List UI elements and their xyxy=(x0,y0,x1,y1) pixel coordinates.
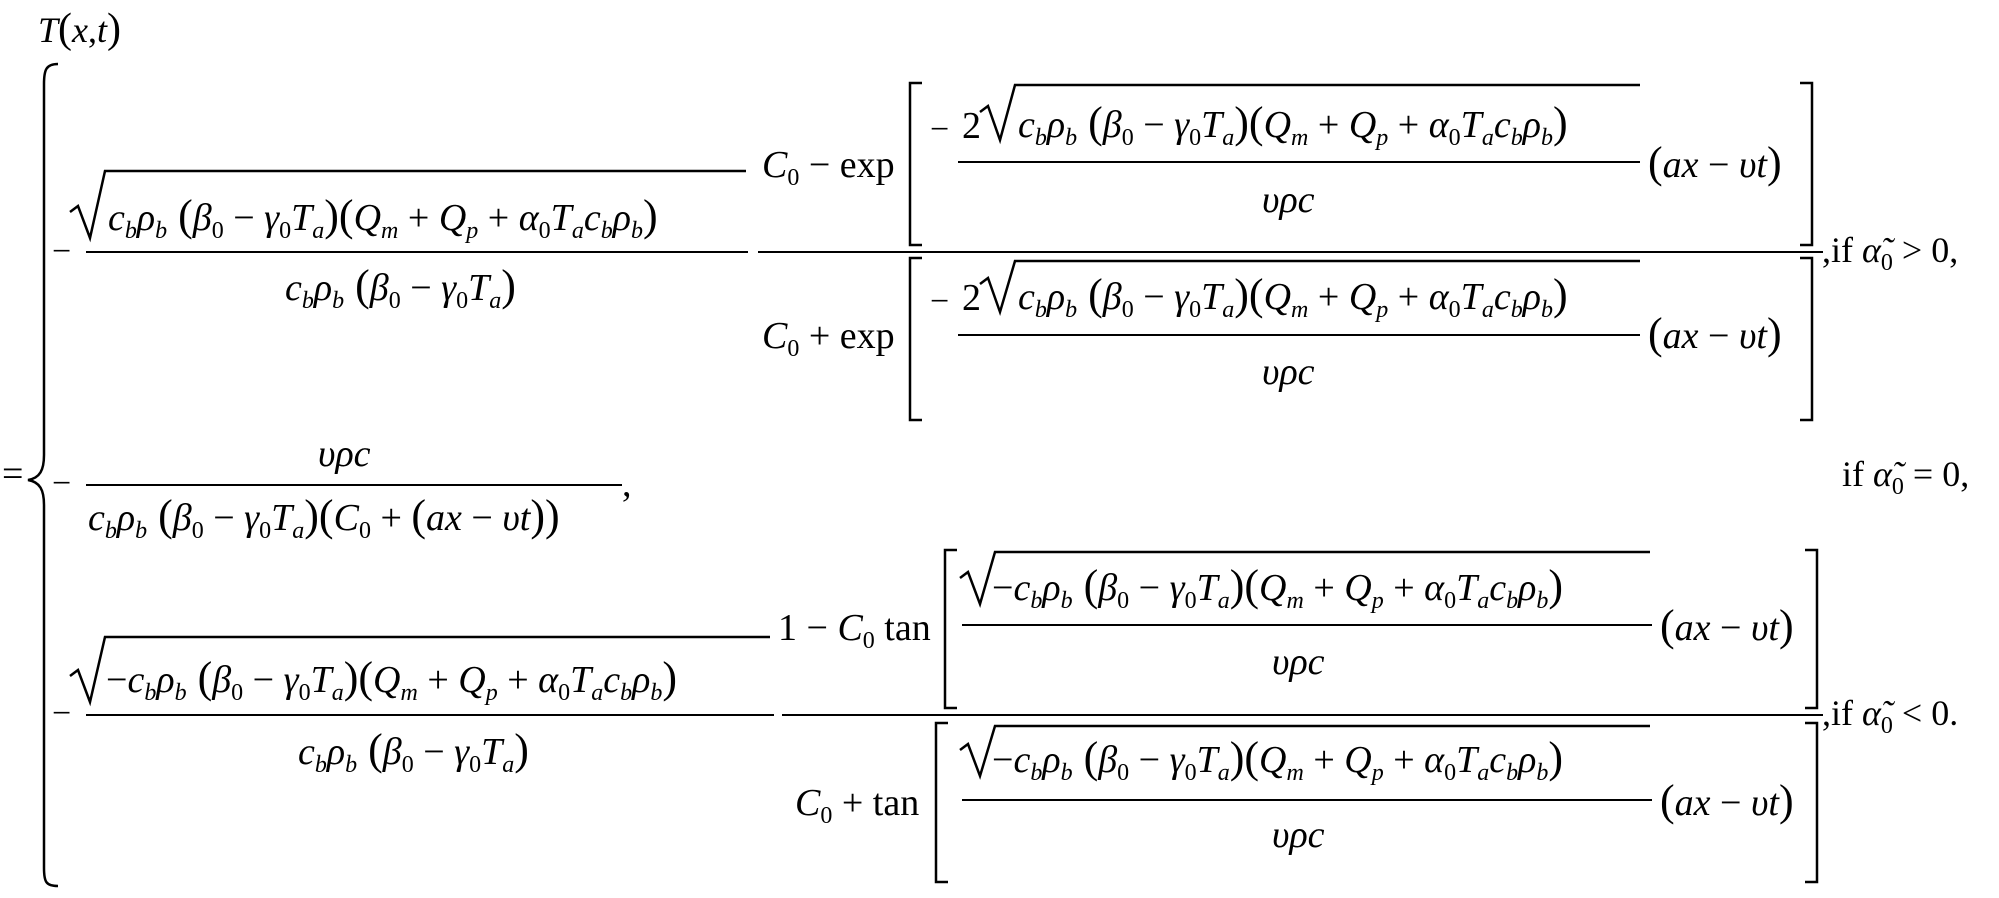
svg-text:cbρb (β0 − γ0Ta): cbρb (β0 − γ0Ta) xyxy=(298,725,529,778)
svg-text:,: , xyxy=(622,463,632,505)
case1-den-prefix: C0 + exp xyxy=(762,315,895,362)
case3-prefactor: −cbρb (β0 − γ0Ta)(Qm + Qp + α0Tacbρb) cb… xyxy=(69,635,774,778)
equation-lhs: T(x,t) xyxy=(38,6,121,52)
svg-text:−cbρb (β0 − γ0Ta)(Qm + Qp + α0: −cbρb (β0 − γ0Ta)(Qm + Qp + α0Tacbρb) xyxy=(106,653,677,706)
svg-text:−: − xyxy=(930,283,949,320)
case1-minus: − xyxy=(52,233,71,270)
svg-text:cbρb (β0 − γ0Ta)(Qm + Qp + α0T: cbρb (β0 − γ0Ta)(Qm + Qp + α0Tacbρb) xyxy=(1018,98,1568,151)
svg-text:2: 2 xyxy=(962,277,981,319)
case2-denominator: cbρb (β0 − γ0Ta)(C0 + (ax − υt)) xyxy=(88,491,560,544)
case1-condition: ,if α̃0 > 0, xyxy=(1822,230,1958,276)
case-positive: − cbρb (β0 − γ0Ta)(Qm + Qp + α0Tacbρb) c… xyxy=(52,81,1958,422)
svg-text:−: − xyxy=(52,695,71,732)
svg-text:υρc: υρc xyxy=(1272,641,1325,683)
svg-text:−cbρb (β0 − γ0Ta)(Qm + Qp + α0: −cbρb (β0 − γ0Ta)(Qm + Qp + α0Tacbρb) xyxy=(992,733,1563,786)
svg-text:(ax − υt): (ax − υt) xyxy=(1648,138,1782,187)
svg-text:(ax − υt): (ax − υt) xyxy=(1660,776,1794,825)
svg-text:υρc: υρc xyxy=(1272,814,1325,856)
svg-text:υρc: υρc xyxy=(1262,351,1315,393)
svg-text:υρc: υρc xyxy=(1262,179,1315,221)
svg-text:−: − xyxy=(52,465,71,502)
case-zero: − υρc cbρb (β0 − γ0Ta)(C0 + (ax − υt)) ,… xyxy=(52,433,1969,544)
case2-numerator: υρc xyxy=(318,433,371,475)
svg-text:−cbρb (β0 − γ0Ta)(Qm + Qp + α0: −cbρb (β0 − γ0Ta)(Qm + Qp + α0Tacbρb) xyxy=(992,561,1563,614)
case2-condition: if α̃0 = 0, xyxy=(1842,454,1969,500)
case3-num-prefix: 1 − C0 tan xyxy=(778,607,931,654)
svg-text:(ax − υt): (ax − υt) xyxy=(1648,309,1782,358)
svg-text:cbρb (β0 − γ0Ta): cbρb (β0 − γ0Ta) xyxy=(285,261,516,314)
cases-brace xyxy=(27,62,59,888)
case3-condition: ,if α̃0 < 0. xyxy=(1822,693,1958,739)
svg-text:cbρb (β0 − γ0Ta)(Qm + Qp + α0T: cbρb (β0 − γ0Ta)(Qm + Qp + α0Tacbρb) xyxy=(108,191,658,244)
svg-text:(ax − υt): (ax − υt) xyxy=(1660,601,1794,650)
svg-text:−: − xyxy=(930,111,949,148)
case1-num-prefix: C0 − exp xyxy=(762,144,895,191)
svg-text:cbρb (β0 − γ0Ta)(Qm + Qp + α0T: cbρb (β0 − γ0Ta)(Qm + Qp + α0Tacbρb) xyxy=(1018,270,1568,323)
case-negative: − −cbρb (β0 − γ0Ta)(Qm + Qp + α0Tacbρb) … xyxy=(52,548,1958,884)
equals-sign: = xyxy=(2,453,23,495)
case1-prefactor: cbρb (β0 − γ0Ta)(Qm + Qp + α0Tacbρb) cbρ… xyxy=(69,169,748,314)
svg-text:2: 2 xyxy=(962,105,981,147)
case3-den-prefix: C0 + tan xyxy=(795,782,919,829)
